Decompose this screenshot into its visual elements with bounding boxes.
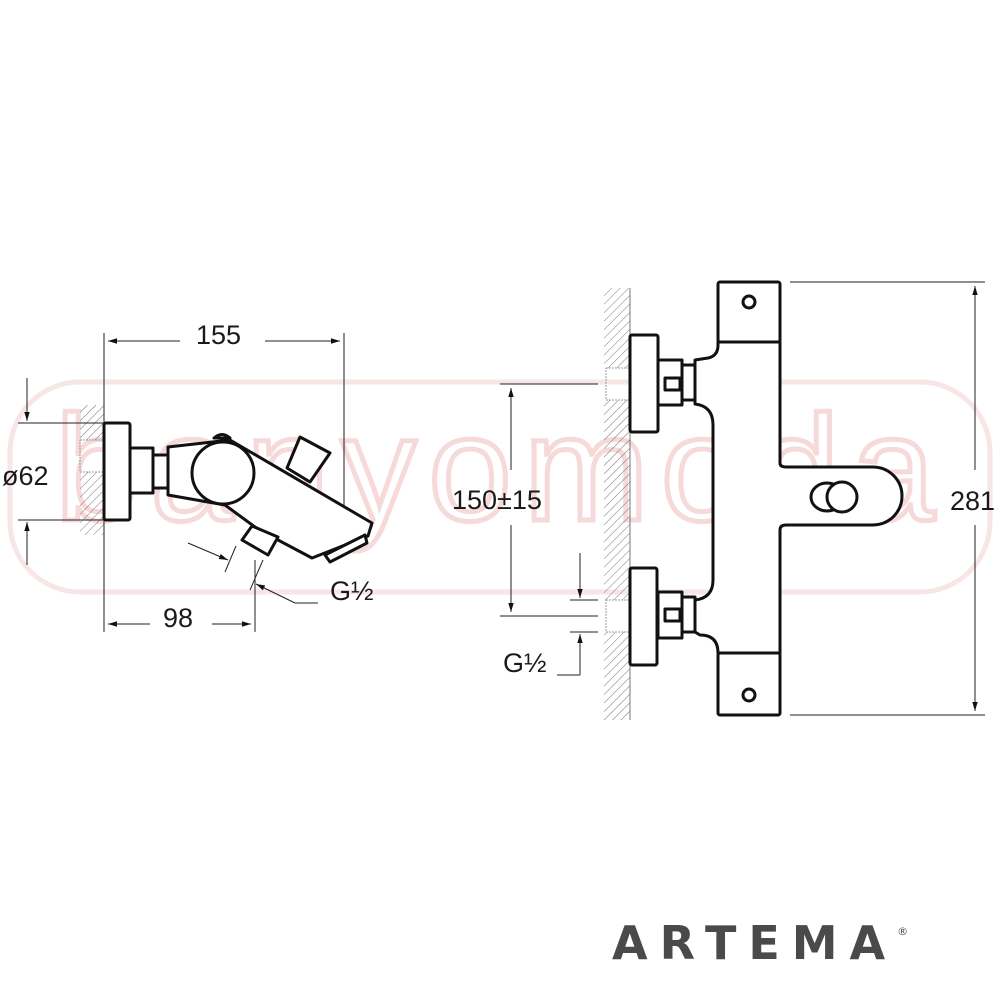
aerator [323,533,369,564]
flow-handle [285,435,332,484]
bottom-screw-hole [741,687,757,703]
lower-connector [680,595,697,634]
lower-wall-flange [628,566,659,667]
wall-hatch [80,472,104,535]
front-view: 281 150±15 G½ [452,280,995,720]
diverter-knob [240,524,280,557]
height-dimension: 281 [950,486,995,516]
thermostat-handle [190,440,256,506]
thermostat-body [693,340,904,655]
bottom-cap [716,651,782,717]
thread-dimension: G½ [503,648,547,678]
top-knob [212,433,232,440]
wall-hatch [604,632,630,720]
upper-connector [680,363,697,402]
top-cap [716,280,782,344]
side-view: 155 ø62 G½ 98 [2,320,374,633]
brand-name: ARTEMA [612,916,898,970]
thread-dimension: G½ [330,576,374,606]
diverter-knob [825,480,859,514]
connector [151,453,170,490]
lower-nut-detail [663,607,682,623]
nut [128,446,155,495]
spacing-dimension: 150±15 [452,485,542,515]
width-dimension: 155 [196,320,241,350]
top-screw-hole [741,294,757,310]
upper-nut-detail [663,376,682,392]
wall-hatch [604,400,630,600]
depth-dimension: 98 [163,603,193,633]
brand-logo: ARTEMA® [612,916,908,970]
wall-flange [102,421,132,522]
wall-hatch [604,288,630,368]
diameter-dimension: ø62 [2,461,49,491]
wall-port [605,599,631,633]
upper-wall-flange [628,333,660,434]
registered-mark: ® [897,924,909,938]
